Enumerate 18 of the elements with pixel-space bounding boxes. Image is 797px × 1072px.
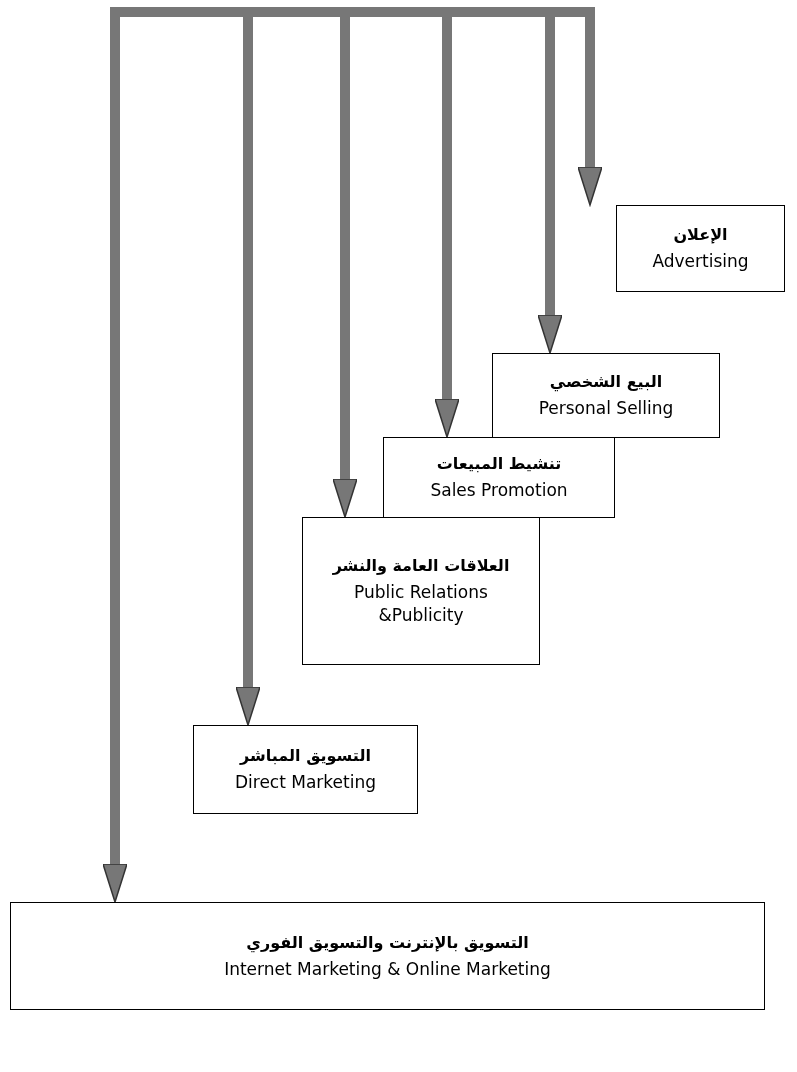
box-title: العلاقات العامة والنشر	[332, 555, 510, 577]
box-label: Personal Selling	[538, 397, 674, 420]
box-label: Advertising	[652, 250, 749, 273]
process-box	[616, 205, 785, 292]
box-title: البيع الشخصي	[549, 371, 663, 393]
box-label: Internet Marketing & Online Marketing	[224, 957, 551, 981]
process-box	[492, 353, 720, 438]
box-title: الإعلان	[673, 224, 728, 246]
box-label: Public Relations &Publicity	[353, 581, 489, 627]
box-label: Sales Promotion	[430, 479, 568, 502]
box-title: التسويق بالإنترنت والتسويق الفوري	[246, 931, 529, 954]
process-box	[193, 725, 418, 814]
process-box	[302, 517, 540, 665]
box-title: تنشيط المبيعات	[436, 453, 562, 475]
box-label: Direct Marketing	[235, 771, 376, 794]
box-title: التسويق المباشر	[240, 745, 371, 767]
process-box	[10, 902, 765, 1010]
process-box	[383, 437, 615, 518]
